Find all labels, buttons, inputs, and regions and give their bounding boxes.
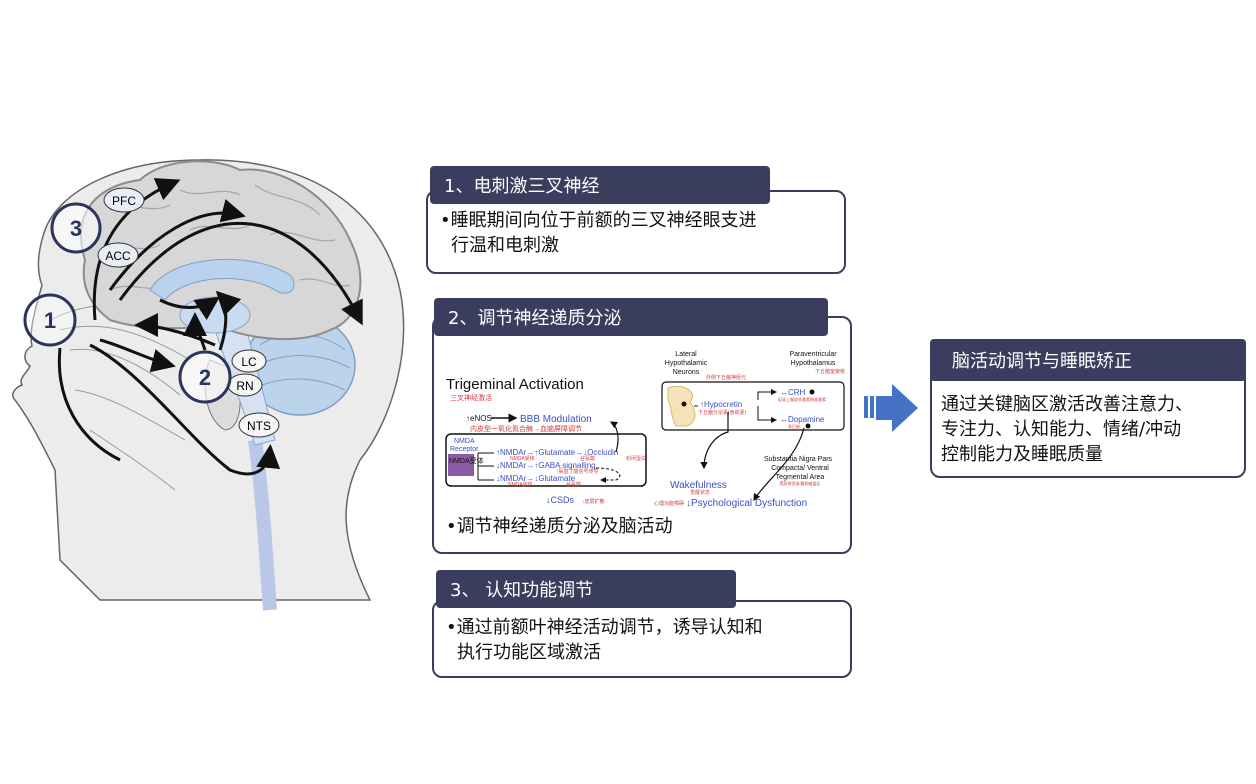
fig-row-2: ↓NMDAr→↑GABA signalling [496,461,596,470]
result-line-3: 控制能力及睡眠质量 [941,444,1103,465]
marker-2: 2 [199,365,211,390]
brain-illustration: PFC ACC LC RN NTS 3 1 2 [12,159,405,611]
result-arrow [864,384,918,432]
fig-pvh-1: Paraventricular [789,351,837,358]
fig-enos-cn: 内皮型一氧化氮合酶→血脑屏障调节 [470,424,582,433]
fig-crh-cn: 促肾上腺皮质激素释放激素 [778,396,826,402]
fig-row-1-cn-b: 谷氨酸 [580,455,595,462]
fig-psych: ↓Psychological Dysfunction [686,498,807,509]
lc-label: LC [241,355,257,369]
section-3-line-2: 执行功能区域激活 [457,642,601,663]
section-3-line-1: •通过前额叶神经活动调节，诱导认知和 [446,617,763,638]
acc-label: ACC [105,249,131,263]
section-2-box [432,316,852,554]
fig-csds: ↓CSDs [546,495,575,505]
fig-left-title: Trigeminal Activation [446,376,584,393]
fig-dopamine: ↔Dopamine [780,415,825,424]
section-3-box [432,600,852,678]
fig-wake-cn: 觉醒状态 [690,489,710,496]
fig-sn-2: Compacta/ Ventral [771,465,829,472]
fig-enos: ↑eNOS [466,414,492,423]
section-1-line-1: •睡眠期间向位于前额的三叉神经眼支进 [440,210,757,231]
result-line-1: 通过关键脑区激活改善注意力、 [941,394,1193,415]
fig-sn-1: Substantia Nigra Pars [764,456,833,463]
fig-bbb: BBB Modulation [520,414,592,425]
fig-left-title-cn: 三叉神经激活 [450,393,492,402]
fig-receptor-cn: NMDA受体 [449,456,484,465]
fig-lhn-3: Neurons [673,369,700,376]
fig-sn-3: Tegmental Area [776,474,825,481]
result-title: 脑活动调节与睡眠矫正 [930,339,1246,381]
fig-pvh-2: Hypothalamus [791,360,836,367]
section-2-title: 2、调节神经递质分泌 [434,298,828,336]
fig-lhn-cn: 外侧下丘脑神经元 [706,374,746,381]
fig-csds-cn: ↓皮层扩散 [582,498,605,505]
fig-crh: ↔CRH [780,388,806,397]
neurotransmitter-figure: Trigeminal Activation 三叉神经激活 ↑eNOS BBB M… [445,351,845,509]
fig-dopamine-cn: 多巴胺 [788,423,800,429]
fig-row-1: ↑NMDAr→↑Glutamate→↓Occludin [496,448,618,457]
fig-row-3-cn: NMDA受体 [508,481,533,488]
section-1-line-2: 行温和电刺激 [451,235,559,256]
fig-row-1-cn-c: 封闭蛋白 [626,455,646,462]
fig-hypocretin-cn: 下丘脑分泌素(食欲素) [698,409,747,416]
result-line-2: 专注力、认知能力、情绪/冲动 [941,419,1182,440]
fig-row-3-cn-b: 谷氨酸 [566,481,581,488]
fig-receptor: NMDA [454,438,475,445]
section-1-title: 1、电刺激三叉神经 [430,166,770,204]
fig-hypocretin: ↑Hypocretin [700,400,742,409]
section-3-title: 3、 认知功能调节 [436,570,736,608]
marker-3: 3 [70,216,82,241]
nts-label: NTS [247,419,271,433]
fig-lhn-2: Hypothalamic [665,360,708,367]
fig-sn-cn: 黑质致密部/腹侧被盖区 [779,480,820,486]
fig-row-1-cn: NMDA受体 [510,455,535,462]
rn-label: RN [236,379,253,393]
fig-psych-cn: 心理功能障碍 [654,500,684,507]
section-2-line-1: •调节神经递质分泌及脑活动 [446,516,673,537]
marker-1: 1 [44,308,56,333]
fig-pvh-cn: 下丘脑室旁核 [815,368,845,375]
fig-wake: Wakefulness [670,480,727,491]
fig-receptor-2: Receptor [450,446,479,453]
pfc-label: PFC [112,194,136,208]
fig-row-2-cn: ↑氨基丁酸信号传导 [556,468,599,475]
fig-lhn-1: Lateral [675,351,697,358]
fig-row-3: ↓NMDAr→↓Glutamate [496,474,576,483]
